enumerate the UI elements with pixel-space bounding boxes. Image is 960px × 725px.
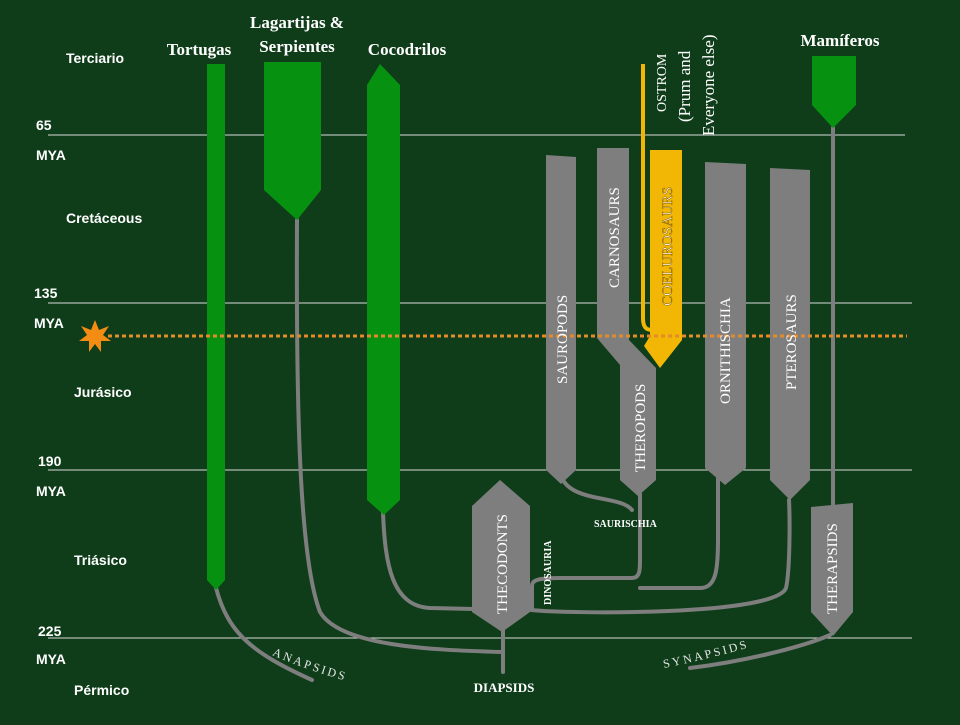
clade-label-pterosaurs: PTEROSAURS bbox=[784, 294, 800, 390]
lineage-label-lagartijas-1: Lagartijas & bbox=[250, 13, 344, 32]
clade-label-coelurosaurs: COELUROSAURS bbox=[660, 187, 676, 306]
boundary-unit-190: MYA bbox=[36, 483, 66, 499]
boundary-value-65: 65 bbox=[36, 117, 52, 133]
lineage-label-mamiferos: Mamíferos bbox=[801, 31, 880, 50]
era-label-cretaceous: Cretáceous bbox=[66, 210, 142, 226]
branch-ornithischia bbox=[638, 470, 720, 590]
boundary-value-135: 135 bbox=[34, 285, 58, 301]
carnosaurs-bar bbox=[597, 148, 656, 496]
mamiferos-bar bbox=[812, 56, 856, 128]
clade-label-carnosaurs: CARNOSAURS bbox=[607, 187, 623, 288]
cocodrilos-bar bbox=[367, 64, 400, 515]
tortugas-bar bbox=[207, 64, 225, 590]
boundary-unit-225: MYA bbox=[36, 651, 66, 667]
thecodonts-bar bbox=[472, 480, 530, 632]
label-saurischia: SAURISCHIA bbox=[594, 519, 658, 530]
era-label-jurasico: Jurásico bbox=[74, 384, 132, 400]
era-label-terciario: Terciario bbox=[66, 50, 124, 66]
therapsids-bar bbox=[811, 503, 853, 636]
ostrom-label-2: (Prum and bbox=[675, 50, 694, 122]
boundary-value-190: 190 bbox=[38, 453, 62, 469]
branch-synapsid bbox=[688, 633, 832, 670]
ostrom-label-1: OSTROM bbox=[655, 53, 670, 112]
lineage-label-lagartijas-2: Serpientes bbox=[259, 37, 335, 56]
coelurosaurs-bar bbox=[644, 150, 682, 368]
clade-label-thecodonts: THECODONTS bbox=[495, 514, 511, 614]
boundary-value-225: 225 bbox=[38, 623, 62, 639]
ostrom-label-3: Everyone else) bbox=[699, 35, 718, 136]
star-icon bbox=[79, 320, 111, 352]
era-label-permico: Pérmico bbox=[74, 682, 129, 698]
branch-dinosauria bbox=[530, 492, 642, 610]
lineage-label-cocodrilos: Cocodrilos bbox=[368, 40, 447, 59]
gray-clades bbox=[472, 148, 853, 636]
clade-label-sauropods: SAUROPODS bbox=[555, 295, 571, 384]
green-lineages bbox=[207, 56, 856, 590]
lineage-label-tortugas: Tortugas bbox=[167, 40, 232, 59]
branch-crocodile bbox=[381, 510, 476, 611]
clade-label-therapsids: THERAPSIDS bbox=[825, 523, 841, 614]
era-label-triasico: Triásico bbox=[74, 552, 127, 568]
ornithischia-bar bbox=[705, 162, 746, 485]
boundary-unit-135: MYA bbox=[34, 315, 64, 331]
branch-anapsid bbox=[214, 586, 314, 682]
label-dinosauria: DINOSAURIA bbox=[543, 540, 554, 605]
lagartijas-bar bbox=[264, 62, 321, 220]
sauropods-bar bbox=[546, 155, 576, 484]
pterosaurs-bar bbox=[770, 168, 810, 500]
branch-lepidosaur bbox=[294, 218, 504, 654]
boundary-unit-65: MYA bbox=[36, 147, 66, 163]
branch-pterosaur bbox=[529, 498, 792, 615]
clade-label-ornithischia: ORNITHISCHIA bbox=[718, 297, 734, 404]
label-diapsids: DIAPSIDS bbox=[474, 680, 535, 695]
clade-label-theropods: THEROPODS bbox=[633, 384, 649, 472]
